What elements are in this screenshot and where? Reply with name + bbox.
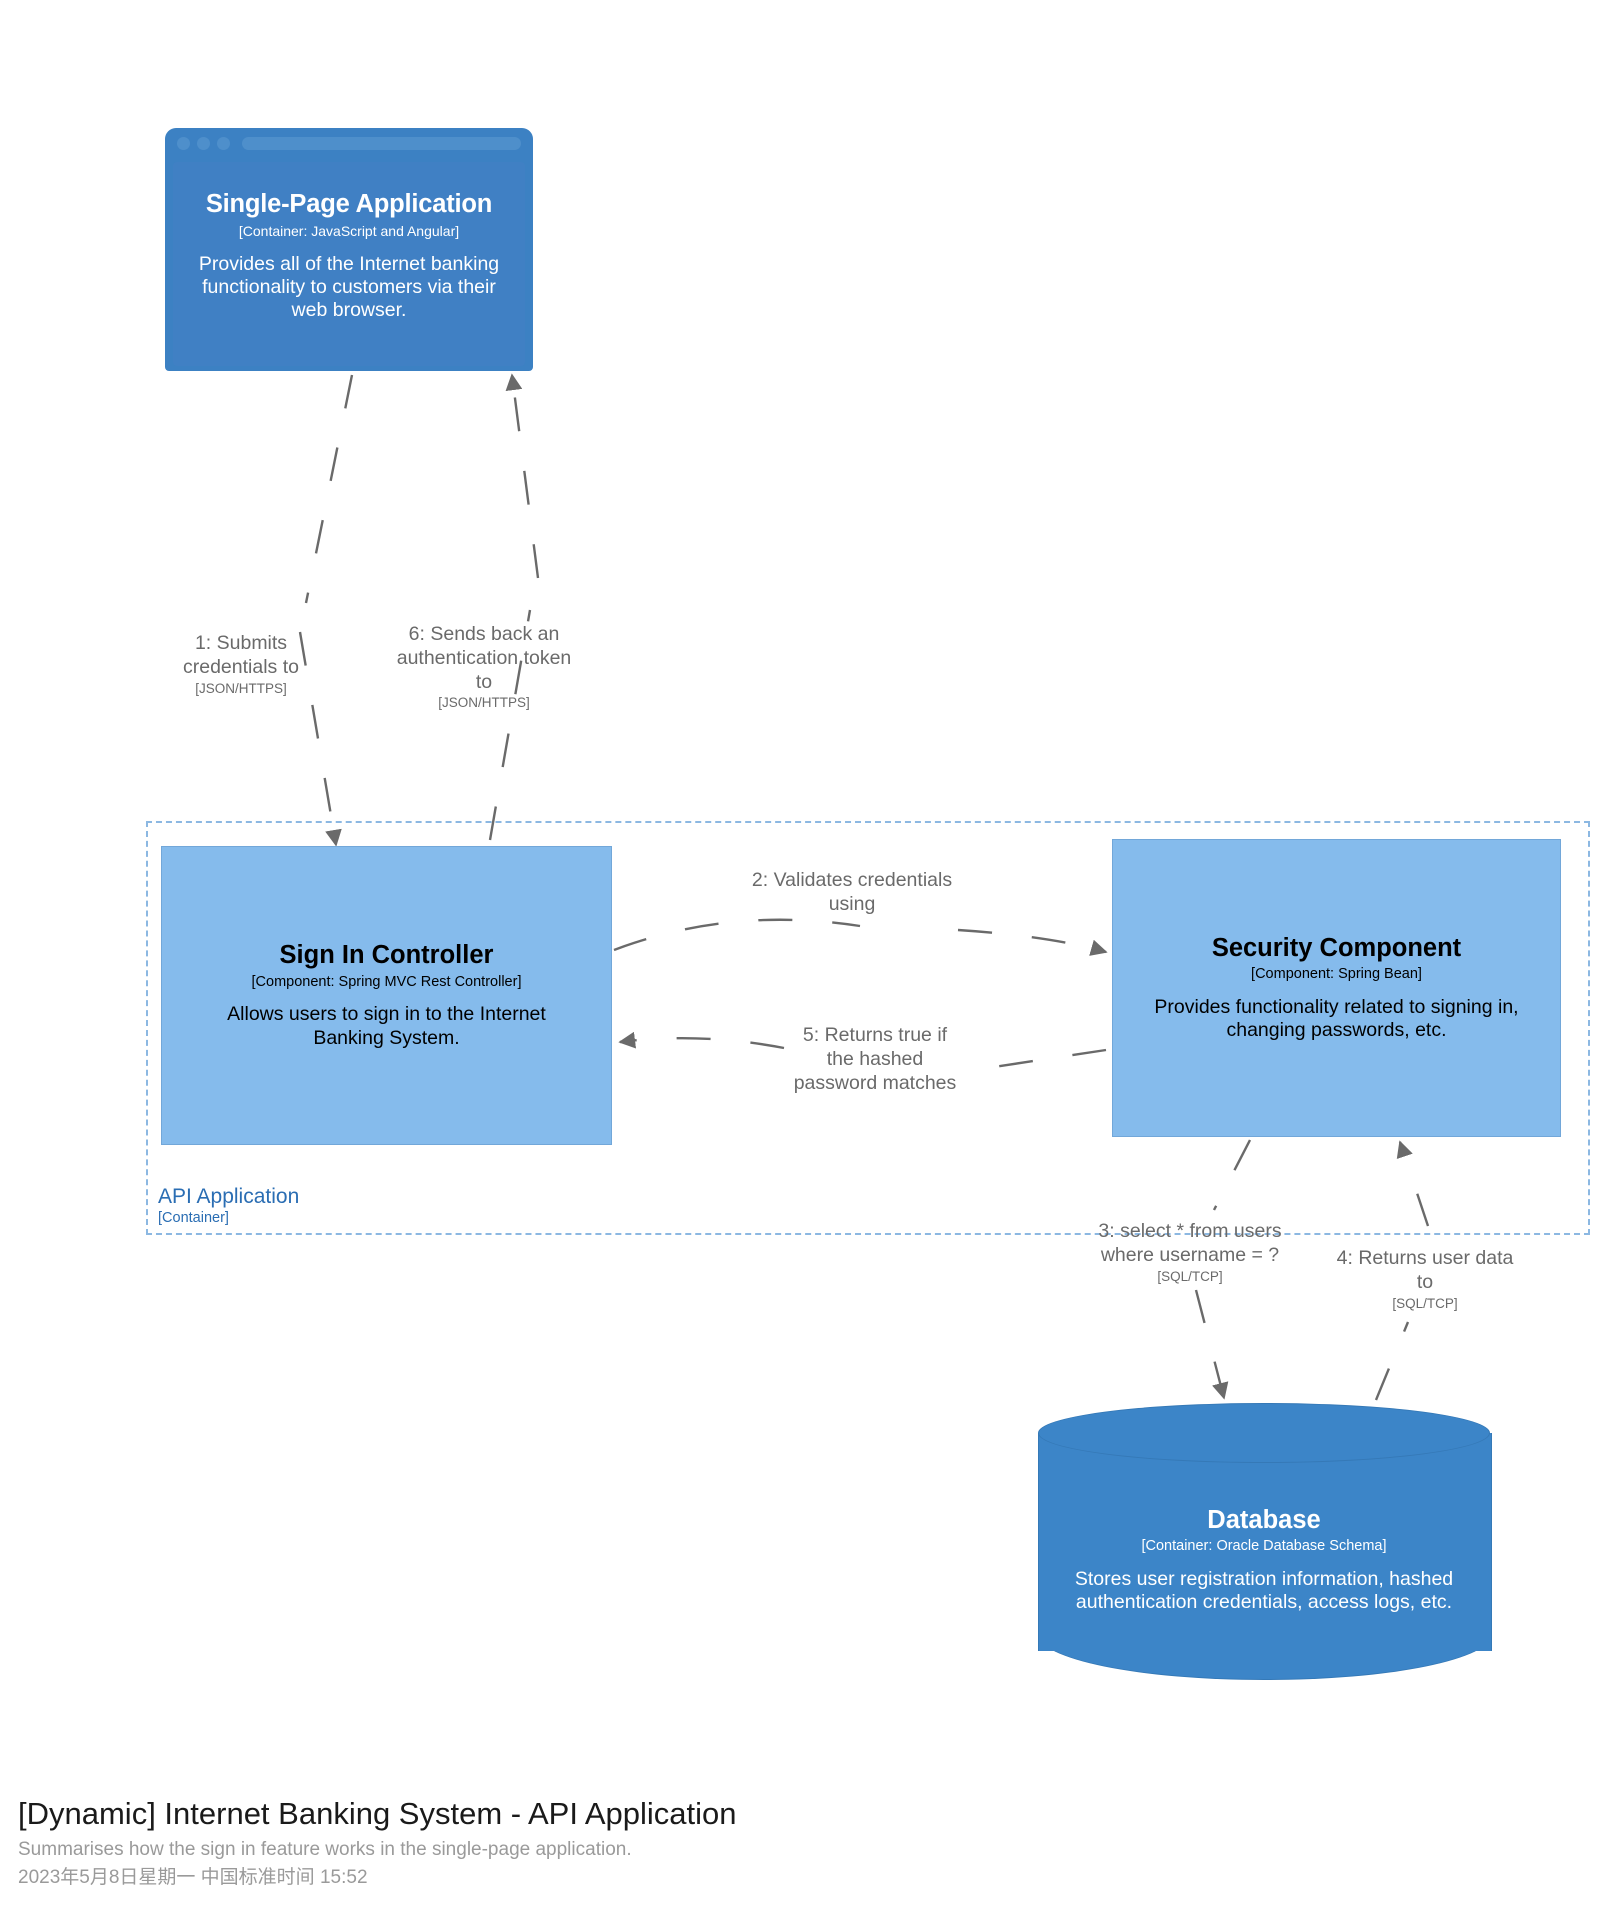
node-single-page-application[interactable]: Single-Page Application [Container: Java…: [165, 128, 533, 371]
browser-dot-icon: [197, 136, 210, 150]
cylinder-body: [1038, 1433, 1492, 1651]
browser-chrome: [165, 128, 533, 158]
boundary-api-application-label: API Application [Container]: [158, 1185, 299, 1227]
edge-label-technology: [JSON/HTTPS]: [195, 680, 287, 696]
node-description: Allows users to sign in to the Internet …: [227, 1003, 546, 1049]
edge-label-2: 2: Validates credentials using: [735, 869, 969, 918]
node-body: Single-Page Application [Container: Java…: [173, 162, 525, 366]
edge-label-text: 6: Sends back an authentication token to: [396, 623, 572, 693]
boundary-api-application: [146, 821, 1590, 1235]
node-sign-in-controller[interactable]: Sign In Controller [Component: Spring MV…: [161, 846, 612, 1145]
node-technology: [Container: JavaScript and Angular]: [238, 222, 460, 239]
edge-label-text: 4: Returns user data to: [1336, 1247, 1514, 1293]
boundary-type: [Container]: [158, 1210, 229, 1227]
edge-3-security-to-database: [1194, 1139, 1252, 1400]
edge-5-security-to-signin: [618, 1031, 1107, 1072]
edge-label-4: 4: Returns user data to [SQL/TCP]: [1330, 1247, 1520, 1312]
diagram-caption: [Dynamic] Internet Banking System - API …: [18, 1795, 1518, 1890]
node-description: Provides functionality related to signin…: [1154, 995, 1519, 1042]
edge-label-text: 5: Returns true if the hashed password m…: [793, 1024, 957, 1094]
node-technology: [Component: Spring MVC Rest Controller]: [251, 973, 522, 990]
browser-dot-icon: [177, 136, 190, 150]
node-security-component[interactable]: Security Component [Component: Spring Be…: [1112, 839, 1561, 1137]
node-title: Sign In Controller: [279, 941, 494, 969]
node-description: Provides all of the Internet banking fun…: [198, 252, 500, 322]
node-database[interactable]: Database [Container: Oracle Database Sch…: [1038, 1403, 1492, 1681]
edge-label-text: 2: Validates credentials using: [751, 869, 953, 915]
browser-dot-icon: [217, 136, 230, 150]
diagram-timestamp: 2023年5月8日星期一 中国标准时间 15:52: [18, 1866, 368, 1888]
diagram-subtitle: Summarises how the sign in feature works…: [18, 1839, 632, 1861]
edge-4-database-to-security: [1374, 1140, 1430, 1401]
cylinder-top: [1038, 1403, 1490, 1463]
edge-label-text: 1: Submits credentials to: [183, 632, 299, 678]
node-description: Stores user registration information, ha…: [1074, 1567, 1454, 1614]
edge-2-signin-to-security: [613, 918, 1108, 956]
node-body: Database [Container: Oracle Database Sch…: [1038, 1403, 1490, 1681]
diagram-title: [Dynamic] Internet Banking System - API …: [18, 1796, 737, 1831]
edge-label-text: 3: select * from users where username = …: [1098, 1220, 1282, 1266]
node-technology: [Container: Oracle Database Schema]: [1141, 1538, 1387, 1555]
node-title: Security Component: [1211, 933, 1462, 962]
edge-label-technology: [JSON/HTTPS]: [438, 695, 530, 711]
node-title: Database: [1207, 1505, 1321, 1534]
edge-label-technology: [SQL/TCP]: [1392, 1295, 1458, 1311]
edge-6-signin-to-spa: [488, 373, 540, 841]
browser-address-bar: [242, 136, 521, 150]
boundary-name: API Application: [158, 1185, 300, 1208]
node-title: Single-Page Application: [205, 190, 493, 218]
edge-label-1: 1: Submits credentials to [JSON/HTTPS]: [156, 632, 326, 697]
edge-1-spa-to-signin: [298, 374, 354, 847]
edge-label-technology: [SQL/TCP]: [1157, 1268, 1223, 1284]
edge-label-3: 3: select * from users where username = …: [1090, 1220, 1290, 1285]
edge-label-6: 6: Sends back an authentication token to…: [396, 623, 572, 712]
node-technology: [Component: Spring Bean]: [1251, 966, 1422, 983]
edge-label-5: 5: Returns true if the hashed password m…: [790, 1024, 960, 1096]
